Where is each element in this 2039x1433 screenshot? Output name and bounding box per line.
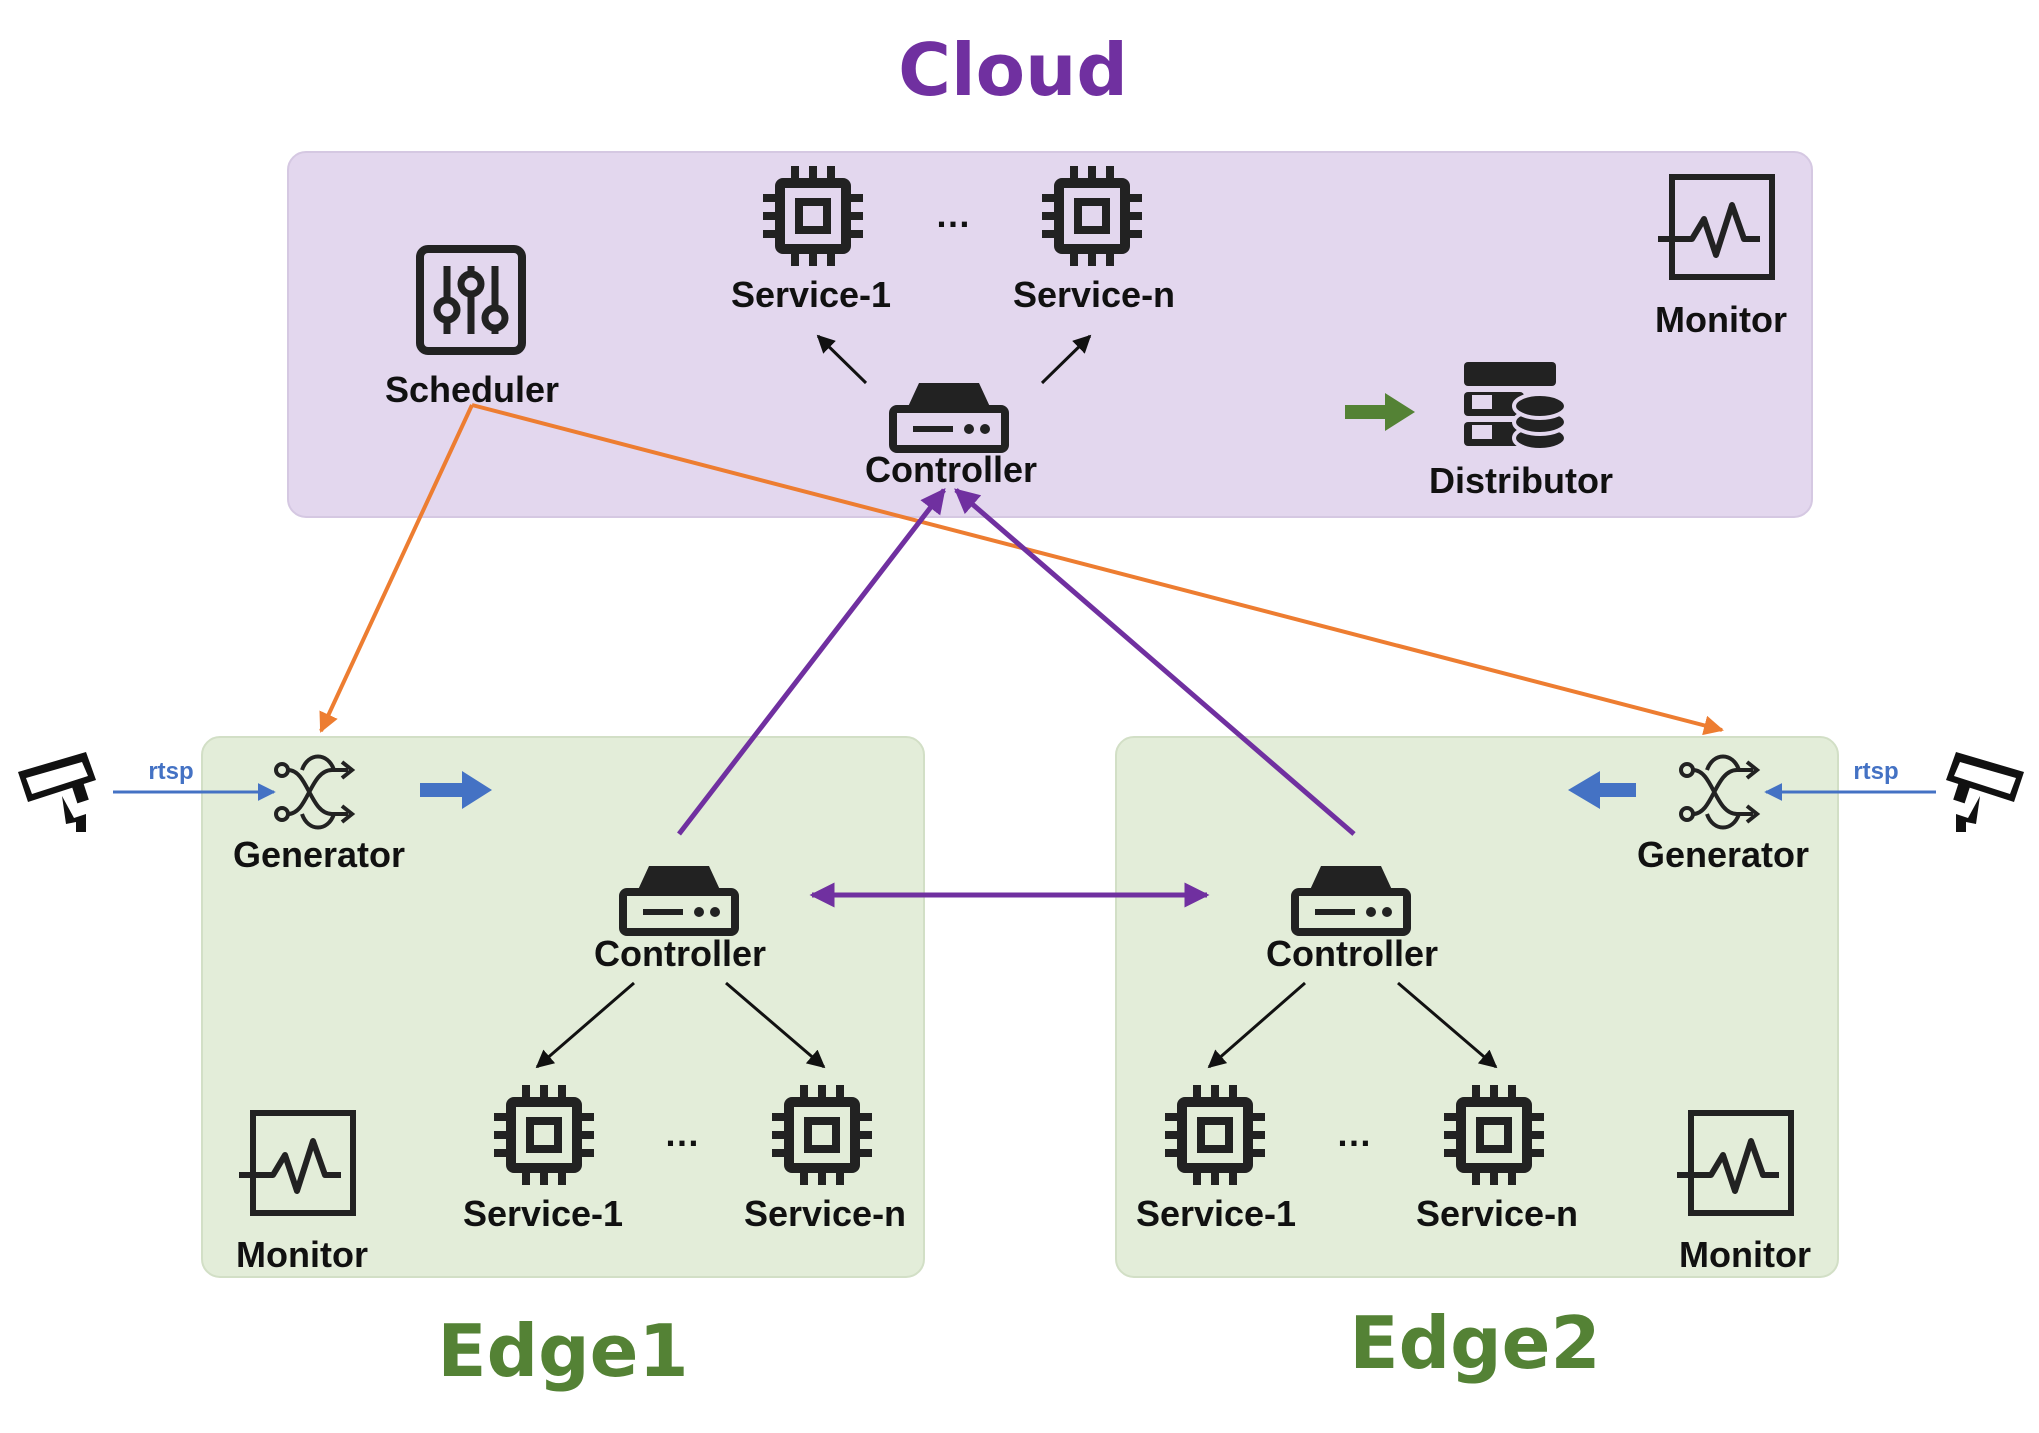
distributor-label: Distributor	[1429, 460, 1613, 501]
edge1-monitor: Monitor	[236, 1113, 368, 1275]
controller-label: Controller	[1266, 933, 1438, 974]
edge2-monitor: Monitor	[1677, 1113, 1811, 1275]
service-n-label: Service-n	[744, 1193, 906, 1234]
edge1-controller-to-cloud-link	[677, 488, 946, 836]
edge2-camera	[1946, 752, 2024, 832]
edge2-service-1: Service-1	[1136, 1085, 1296, 1234]
arrow-controller-to-service-n	[1040, 334, 1092, 385]
edge2-generator: Generator	[1637, 754, 1809, 875]
scheduler-label: Scheduler	[385, 369, 559, 410]
edge2-panel	[1115, 736, 1839, 1278]
cloud-ellipsis: …	[935, 194, 971, 235]
edge2-controller: Controller	[1266, 866, 1438, 974]
service-n-label: Service-n	[1013, 274, 1175, 315]
security-camera-icon	[1946, 752, 2024, 832]
edge2-ellipsis: …	[1336, 1113, 1372, 1154]
cloud-service-1: Service-1	[731, 166, 891, 315]
scheduler-to-edge2-generator-link	[471, 403, 1724, 736]
arrow-edge2-controller-to-service-1	[1207, 981, 1306, 1069]
edge2-title: Edge2	[1349, 1301, 1600, 1385]
cloud-panel	[287, 151, 1813, 518]
cloud-monitor: Monitor	[1655, 177, 1787, 340]
arrow-controller-to-service-1	[816, 334, 868, 385]
cloud-distributor: Distributor	[1429, 362, 1613, 501]
edge1-blue-arrow	[420, 771, 492, 809]
monitor-label: Monitor	[1679, 1234, 1811, 1275]
arrow-edge1-controller-to-service-n	[725, 981, 826, 1069]
database-server-icon	[1464, 362, 1568, 452]
edge2-service-n: Service-n	[1416, 1085, 1578, 1234]
generator-label: Generator	[1637, 834, 1809, 875]
controller-label: Controller	[865, 449, 1037, 490]
scheduler-to-edge1-generator-link	[319, 404, 474, 733]
edge1-service-1: Service-1	[463, 1085, 623, 1234]
edge1-controller: Controller	[594, 866, 766, 974]
edge2-stream-label: rtsp	[1853, 758, 1898, 785]
controller-label: Controller	[594, 933, 766, 974]
edge1-stream-label: rtsp	[148, 758, 193, 785]
arrow-edge1-controller-to-service-1	[535, 981, 635, 1069]
edge1-generator: Generator	[233, 754, 405, 875]
cloud-scheduler: Scheduler	[385, 245, 559, 410]
edge1-ellipsis: …	[664, 1113, 700, 1154]
green-arrow-icon	[1345, 393, 1415, 431]
security-camera-icon	[18, 752, 96, 832]
service-1-label: Service-1	[463, 1193, 623, 1234]
monitor-label: Monitor	[1655, 299, 1787, 340]
service-1-label: Service-1	[731, 274, 891, 315]
generator-label: Generator	[233, 834, 405, 875]
edge2-blue-arrow	[1568, 771, 1636, 809]
service-n-label: Service-n	[1416, 1193, 1578, 1234]
monitor-label: Monitor	[236, 1234, 368, 1275]
edge1-camera	[18, 752, 96, 832]
edge2-controller-to-cloud-link	[954, 488, 1356, 836]
edge1-service-n: Service-n	[744, 1085, 906, 1234]
service-1-label: Service-1	[1136, 1193, 1296, 1234]
cloud-title: Cloud	[898, 28, 1128, 112]
cloud-service-n: Service-n	[1013, 166, 1175, 315]
arrow-edge2-controller-to-service-n	[1397, 981, 1498, 1069]
cloud-controller: Controller	[865, 383, 1037, 490]
edge1-panel	[201, 736, 925, 1278]
sliders-icon	[416, 245, 526, 355]
edge1-title: Edge1	[437, 1309, 688, 1393]
